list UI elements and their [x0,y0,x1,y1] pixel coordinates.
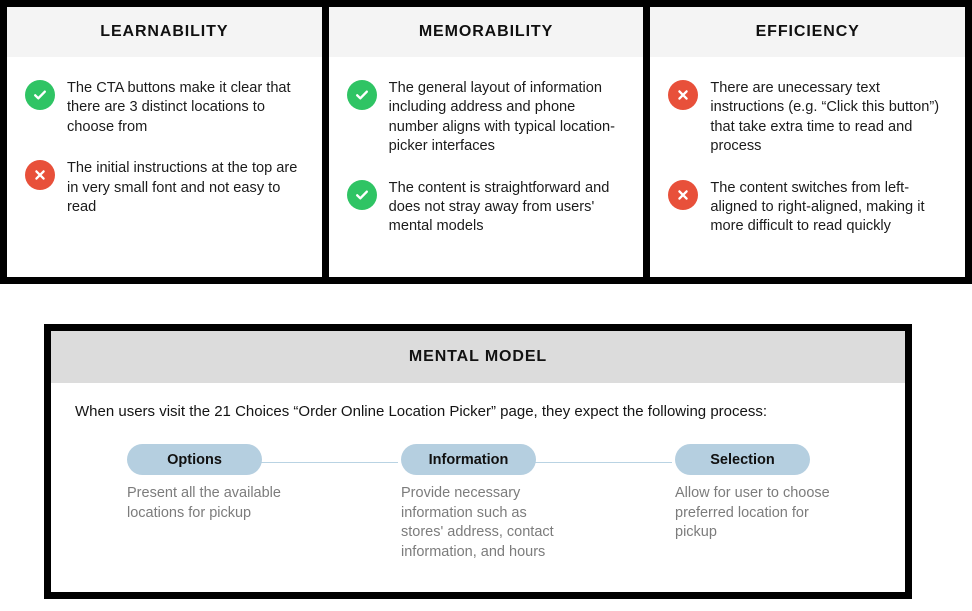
mental-model-body: When users visit the 21 Choices “Order O… [51,383,905,592]
card-header-efficiency: EFFICIENCY [650,7,966,57]
check-circle-icon [25,80,55,110]
process-steps: Options Present all the available locati… [75,444,881,562]
card-title: EFFICIENCY [755,23,860,40]
card-title: MEMORABILITY [418,23,554,40]
process-step-selection: Selection Allow for user to choose prefe… [675,444,905,562]
list-item: The CTA buttons make it clear that there… [25,79,304,137]
x-circle-icon [668,80,699,110]
step-label: Options [167,451,222,468]
list-item-text: The initial instructions at the top are … [67,160,298,216]
check-circle-icon [346,179,377,210]
list-item-text: The content is straightforward and does … [388,179,610,235]
list-item: There are unecessary text instructions (… [668,79,947,157]
step-label: Selection [710,451,775,468]
list-item: The content is straightforward and does … [346,179,626,237]
x-circle-icon [668,179,699,210]
card-body-learnability: The CTA buttons make it clear that there… [7,57,322,277]
mental-model-header: MENTAL MODEL [51,331,905,383]
list-item: The general layout of information includ… [346,79,626,157]
step-pill: Information [401,444,536,475]
process-step-options: Options Present all the available locati… [127,444,401,562]
card-body-efficiency: There are unecessary text instructions (… [650,57,965,277]
panel-title: MENTAL MODEL [408,348,548,365]
card-title: LEARNABILITY [100,23,229,40]
card-efficiency: EFFICIENCY There are unecessary text ins… [650,7,966,277]
list-item-text: The content switches from left-aligned t… [710,179,925,235]
step-connector-line [261,462,398,463]
heuristic-cards-row: LEARNABILITY The CTA buttons make it cle… [0,0,972,284]
step-pill: Options [127,444,262,475]
step-connector-line [535,462,672,463]
process-step-information: Information Provide necessary informatio… [401,444,675,562]
step-label: Information [428,451,509,468]
mental-model-panel: MENTAL MODEL When users visit the 21 Cho… [44,324,912,599]
card-body-memorability: The general layout of information includ… [329,57,644,277]
step-description: Provide necessary information such as st… [401,485,554,560]
card-header-learnability: LEARNABILITY [7,7,322,57]
list-item-text: The CTA buttons make it clear that there… [67,80,291,135]
list-item-text: The general layout of information includ… [388,80,615,155]
list-item: The content switches from left-aligned t… [668,179,947,237]
card-header-memorability: MEMORABILITY [328,7,644,57]
mental-model-intro: When users visit the 21 Choices “Order O… [75,403,768,420]
x-circle-icon [25,160,55,191]
check-circle-icon [346,80,377,110]
list-item: The initial instructions at the top are … [25,159,304,217]
step-pill: Selection [675,444,810,475]
list-item-text: There are unecessary text instructions (… [710,80,940,155]
step-description: Allow for user to choose preferred locat… [675,485,830,541]
card-learnability: LEARNABILITY The CTA buttons make it cle… [7,7,322,277]
step-description: Present all the available locations for … [127,485,281,521]
card-memorability: MEMORABILITY The general layout of infor… [328,7,644,277]
